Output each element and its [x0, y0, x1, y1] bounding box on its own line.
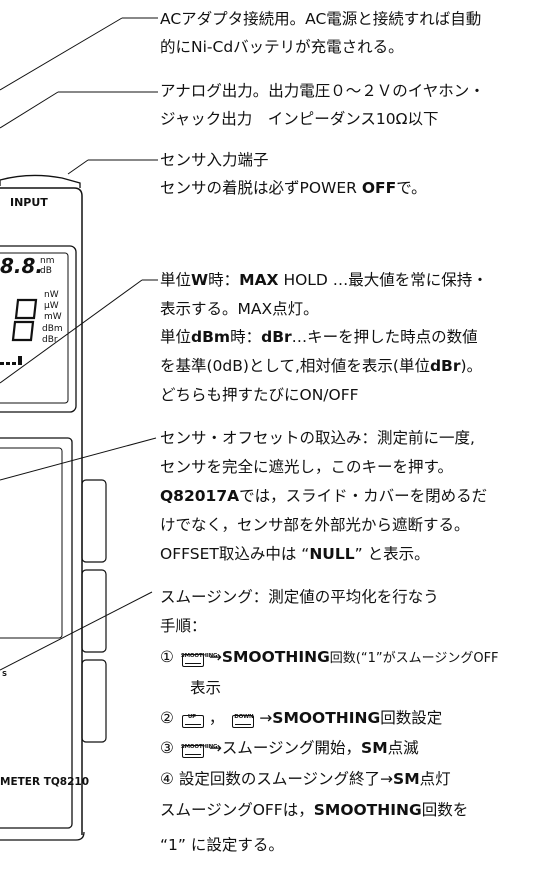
down-key-icon: DOWN	[229, 708, 257, 730]
side-key-3	[81, 659, 107, 743]
ac-note-line2: 的にNi-Cdバッテリが充電される。	[160, 38, 404, 56]
ac-note-line1: ACアダプタ接続用。AC電源と接続すれば自動	[160, 10, 482, 28]
smooth-off-line1: スムージングOFFは，SMOOTHING回数を	[160, 801, 469, 819]
unit-db: dB	[40, 266, 52, 276]
smoothing-key-icon: SMOOTHING	[179, 738, 218, 760]
offset-note-line3: Q82017Aでは，スライド・カバーを閉めるだ	[160, 487, 488, 505]
unit-nm: nm	[40, 256, 55, 266]
unit-uw: μW	[44, 301, 59, 311]
unit-mw: mW	[44, 312, 62, 322]
sensor-note-line2: センサの着脱は必ずPOWER OFFで。	[160, 179, 427, 197]
max-note-line5: どちらも押すたびにON/OFF	[160, 386, 359, 404]
leader-max	[0, 279, 143, 384]
lcd-digits-top: 8.8.	[0, 254, 44, 278]
smooth-note-line1: スムージング：測定値の平均化を行なう	[160, 588, 439, 606]
side-key-offset	[81, 479, 107, 563]
side-key-smoothing	[81, 569, 107, 653]
lower-window	[0, 447, 63, 639]
leader-analog	[0, 91, 59, 129]
leader-ac	[0, 17, 123, 91]
offset-note-line5: OFFSET取込み中は “NULL” と表示。	[160, 545, 430, 563]
max-note-line1: 単位W時：MAX HOLD …最大値を常に保持・	[160, 271, 488, 289]
lcd-panel	[0, 245, 77, 413]
leader-smooth	[0, 591, 153, 671]
smooth-step-4: ④ 設定回数のスムージング終了→SM点灯	[160, 770, 451, 788]
unit-dbm: dBm	[42, 324, 63, 334]
smooth-step-1: ① SMOOTHING→SMOOTHING回数(“1”がスムージングOFF	[160, 646, 499, 670]
leader-offset	[0, 437, 157, 481]
side-s-label: S	[2, 670, 8, 678]
device-body	[0, 187, 83, 262]
smooth-step-1-cont: 表示	[190, 679, 222, 697]
smooth-note-line2: 手順：	[160, 617, 207, 635]
offset-note-line2: センサを完全に遮光し，このキーを押す。	[160, 458, 453, 476]
unit-dbr: dBr	[42, 335, 58, 345]
offset-note-line4: けでなく，センサ部を外部光から遮断する。	[160, 516, 470, 534]
leader-input	[67, 159, 89, 175]
smooth-off-line2: “1” に設定する。	[160, 836, 284, 854]
offset-note-line1: センサ・オフセットの取込み：測定前に一度,	[160, 429, 475, 447]
max-note-line3: 単位dBm時：dBr…キーを押した時点の数値	[160, 328, 478, 346]
lower-panel	[0, 437, 73, 829]
input-label: INPUT	[10, 196, 48, 209]
analog-note-line1: アナログ出力。出力電圧０～２Ｖのイヤホン・	[160, 82, 485, 100]
model-label: METER TQ8210	[0, 776, 90, 788]
max-note-line4: を基準(0dB)として,相対値を表示(単位dBr)。	[160, 357, 483, 375]
unit-nw: nW	[44, 290, 59, 300]
sensor-note-line1: センサ入力端子	[160, 151, 269, 169]
analog-note-line2: ジャック出力 インピーダンス10Ω以下	[160, 110, 439, 128]
device-top	[0, 174, 81, 188]
smooth-step-2: ② UP， DOWN→SMOOTHING回数設定	[160, 707, 442, 730]
max-note-line2: 表示する。MAX点灯。	[160, 300, 319, 318]
smooth-step-3: ③ SMOOTHING→スムージング開始，SM点滅	[160, 737, 419, 760]
smoothing-key-icon: SMOOTHING	[179, 647, 218, 669]
device-bottom	[0, 831, 85, 841]
up-key-icon: UP	[179, 708, 207, 730]
seven-seg-digit	[11, 298, 38, 342]
lcd-window	[0, 252, 69, 404]
